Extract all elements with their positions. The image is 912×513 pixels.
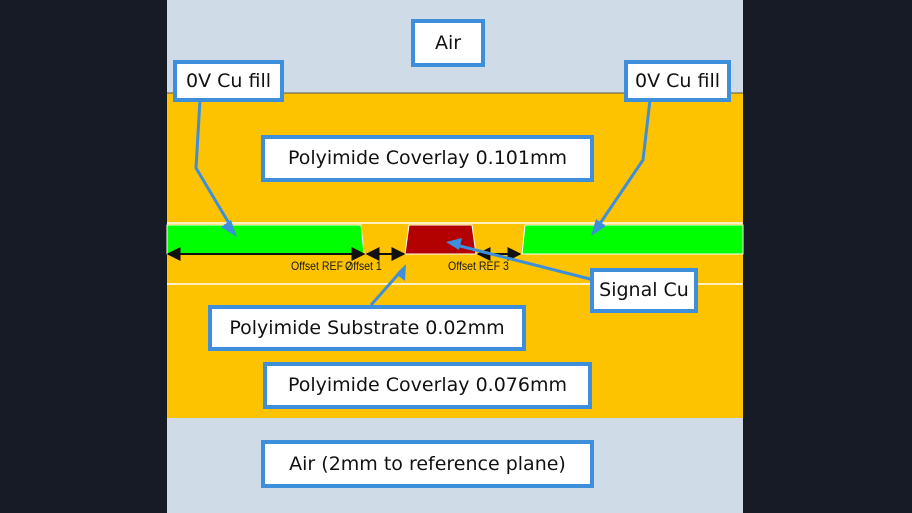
- label-air-top: Air: [411, 19, 485, 67]
- ground-copper-left: [166, 224, 365, 255]
- callout-arrowhead-signal-cu: [446, 238, 462, 250]
- ground-copper-right: [521, 224, 744, 255]
- callout-arrowhead-cu-fill-left: [221, 220, 237, 237]
- label-signal-cu: Signal Cu: [590, 268, 698, 313]
- label-coverlay-bottom: Polyimide Coverlay 0.076mm: [263, 362, 592, 409]
- callout-pointer-signal-cu: [451, 242, 595, 282]
- callout-pointer-cu-fill-right: [595, 99, 652, 229]
- label-air-bottom: Air (2mm to reference plane): [261, 440, 594, 488]
- dimension-label-offset-1: Offset 1: [345, 259, 382, 273]
- dimension-label-offset-ref-3: Offset REF 3: [448, 259, 509, 273]
- label-substrate: Polyimide Substrate 0.02mm: [208, 305, 526, 351]
- signal-copper-trace: [404, 224, 477, 255]
- callout-arrowhead-substrate: [396, 264, 406, 281]
- label-cu-fill-right: 0V Cu fill: [624, 60, 731, 102]
- callout-arrowhead-cu-fill-right: [591, 219, 606, 236]
- dimension-label-offset-ref-2: Offset REF 2: [291, 259, 352, 273]
- label-cu-fill-left: 0V Cu fill: [173, 60, 284, 102]
- callout-pointer-substrate: [369, 269, 404, 306]
- label-coverlay-top: Polyimide Coverlay 0.101mm: [261, 135, 594, 182]
- callout-pointer-cu-fill-left: [194, 99, 235, 231]
